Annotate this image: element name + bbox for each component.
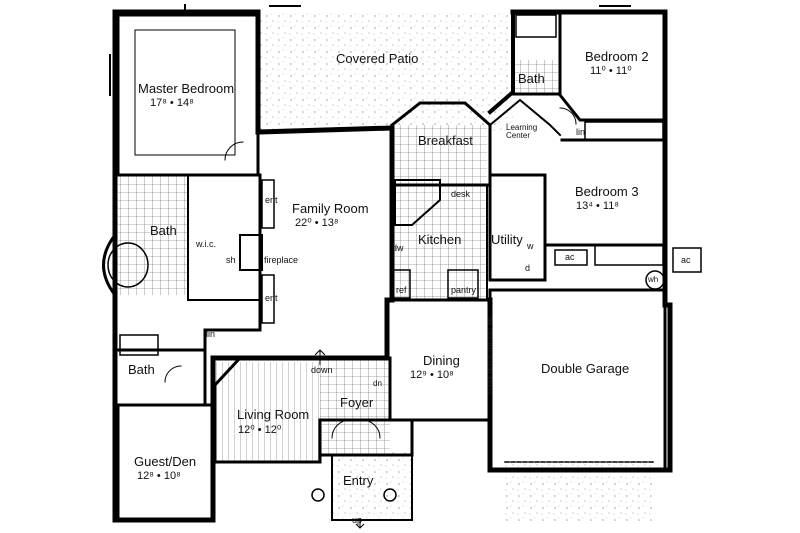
entry-label: Entry bbox=[343, 473, 374, 488]
guest-tub bbox=[119, 334, 159, 356]
entertainment-label-lower: ent bbox=[265, 293, 278, 303]
water-heater bbox=[645, 270, 665, 290]
door-swing bbox=[331, 419, 351, 439]
ac-label-2: ac bbox=[681, 255, 691, 265]
ac-pad-1 bbox=[554, 249, 588, 266]
window bbox=[109, 4, 631, 96]
entertainment-center-bottom bbox=[261, 274, 275, 324]
entertainment-label-upper: ent bbox=[265, 195, 278, 205]
up-label: up bbox=[352, 515, 363, 525]
master-bath-label: Bath bbox=[150, 223, 177, 238]
foyer-floor bbox=[320, 360, 390, 455]
pantry-label: pantry bbox=[451, 285, 477, 295]
living-room-dim: 12⁰ • 12⁰ bbox=[238, 424, 282, 436]
entertainment-center-top bbox=[261, 179, 275, 229]
water-heater-label: wh bbox=[648, 275, 659, 284]
desk-label: desk bbox=[451, 189, 471, 199]
down-label-short: dn bbox=[373, 379, 382, 388]
utility-wall bbox=[488, 173, 547, 282]
entry-floor bbox=[332, 450, 412, 522]
down-label: down bbox=[311, 365, 333, 375]
living-floor bbox=[215, 362, 320, 462]
guest-bath-label: Bath bbox=[128, 362, 155, 377]
wic-wall bbox=[187, 174, 261, 301]
family-room-wall bbox=[258, 126, 394, 302]
covered-patio-label: Covered Patio bbox=[336, 51, 419, 66]
closet-upper bbox=[584, 121, 664, 141]
closet-lower bbox=[594, 244, 664, 266]
double-garage-label: Double Garage bbox=[541, 361, 630, 376]
ac-pad-2 bbox=[672, 247, 702, 273]
refrigerator bbox=[391, 269, 411, 299]
pantry bbox=[447, 269, 479, 299]
kitchen-label: Kitchen bbox=[418, 232, 462, 247]
master-bedroom-label: Master Bedroom bbox=[138, 81, 235, 96]
wic-label: w.i.c. bbox=[196, 239, 217, 249]
up-arrow bbox=[355, 518, 365, 529]
bedroom2-dim: 11⁰ • 11⁰ bbox=[590, 65, 632, 77]
bath-upper-floor bbox=[514, 60, 559, 95]
door-swing bbox=[224, 141, 244, 161]
learning-center-label: Learning Center bbox=[506, 123, 538, 140]
dining-wall bbox=[388, 298, 492, 422]
breakfast-label: Breakfast bbox=[418, 133, 473, 148]
guest-bath-wall bbox=[116, 348, 207, 407]
foyer-label: Foyer bbox=[340, 395, 374, 410]
door-swing bbox=[559, 107, 577, 125]
learning-center-wall bbox=[488, 98, 562, 137]
bath-upper-label: Bath bbox=[518, 71, 545, 86]
family-room-label: Family Room bbox=[292, 201, 369, 216]
entry-porch bbox=[331, 454, 413, 521]
fireplace bbox=[239, 234, 263, 271]
down-arrow bbox=[314, 349, 326, 365]
shower-label: sh bbox=[226, 255, 236, 265]
entry-column-right bbox=[383, 488, 397, 502]
refrigerator-label: ref bbox=[396, 285, 407, 295]
master-ceiling-tray bbox=[134, 29, 236, 156]
entry-column-left bbox=[311, 488, 325, 502]
kitchen-island bbox=[394, 179, 441, 226]
kitchen-floor bbox=[392, 185, 487, 300]
washer-label: w bbox=[527, 241, 534, 251]
family-room-dim: 22⁰ • 13⁸ bbox=[295, 217, 339, 229]
dryer-label: d bbox=[525, 263, 531, 273]
linen-label-upper: lin bbox=[576, 127, 586, 137]
bedroom3-dim: 13⁴ • 11⁸ bbox=[576, 200, 619, 212]
guest-den-dim: 12⁸ • 10⁸ bbox=[137, 470, 181, 482]
dining-label: Dining bbox=[423, 353, 460, 368]
master-tub bbox=[107, 242, 149, 288]
living-room-label: Living Room bbox=[237, 407, 310, 422]
guest-den-label: Guest/Den bbox=[134, 454, 197, 469]
bath-upper-tub bbox=[515, 14, 557, 38]
copyright-credit: © HOME DESIGN SERVICES, INC. bbox=[488, 315, 494, 395]
dining-dim: 12⁹ • 10⁸ bbox=[410, 369, 454, 381]
utility-label: Utility bbox=[491, 232, 523, 247]
master-bedroom-dim: 17⁸ • 14⁸ bbox=[150, 97, 194, 109]
bath-upper-wall bbox=[511, 10, 562, 96]
linen-label-lower: lin bbox=[206, 329, 216, 339]
breakfast-floor bbox=[392, 125, 487, 185]
tub-bay bbox=[102, 232, 118, 298]
bedroom2-label: Bedroom 2 bbox=[585, 49, 649, 64]
door-swing bbox=[361, 419, 381, 439]
guest-den-wall bbox=[116, 403, 215, 522]
dishwasher-label: dw bbox=[392, 243, 404, 253]
patio-floor bbox=[258, 12, 513, 132]
foyer-wall bbox=[318, 418, 414, 457]
bedroom3-label: Bedroom 3 bbox=[575, 184, 639, 199]
ac-label-1: ac bbox=[565, 252, 575, 262]
master-bath-floor bbox=[118, 175, 188, 295]
fireplace-label: fireplace bbox=[264, 255, 299, 265]
door-swing bbox=[164, 365, 182, 383]
garage-wall bbox=[488, 288, 667, 472]
